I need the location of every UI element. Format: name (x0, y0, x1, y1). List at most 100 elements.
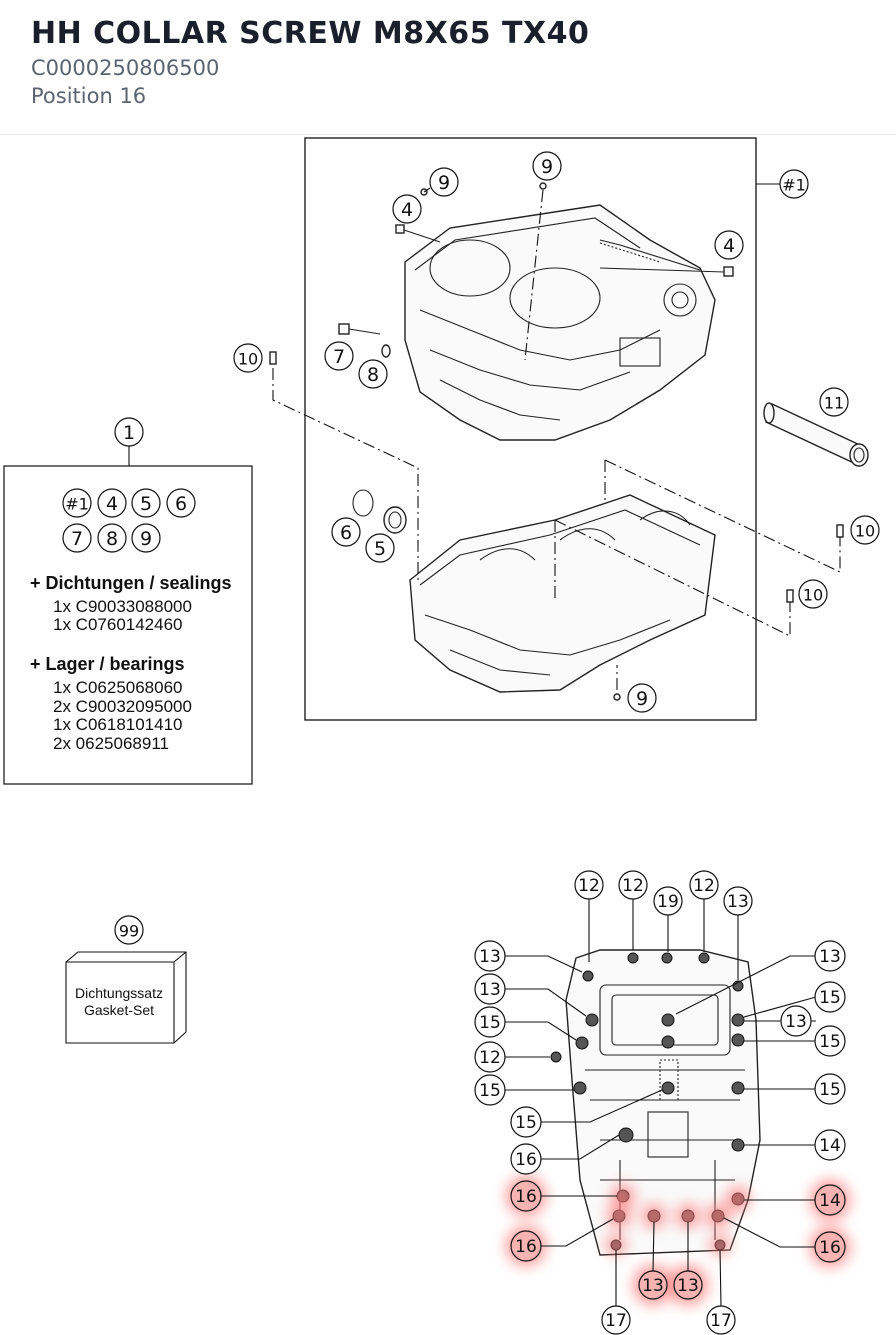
kit-ref: 6 (166, 488, 196, 518)
callout-16[interactable]: 16 (510, 1143, 542, 1175)
upper-crankcase (404, 204, 716, 441)
svg-text:4: 4 (106, 493, 118, 515)
part-number: C0000250806500 (31, 56, 220, 80)
callout-16-highlighted[interactable]: 16 (814, 1231, 846, 1263)
callout-13[interactable]: 13 (780, 1005, 812, 1037)
svg-text:12: 12 (578, 876, 600, 896)
svg-text:12: 12 (622, 876, 644, 896)
svg-text:16: 16 (515, 1187, 537, 1207)
callout-15[interactable]: 15 (474, 1074, 506, 1106)
svg-text:13: 13 (819, 947, 841, 967)
callout-17[interactable]: 17 (706, 1305, 736, 1335)
kit-ref: 9 (131, 523, 161, 553)
callout-13[interactable]: 13 (723, 886, 753, 916)
callout-10[interactable]: 10 (233, 343, 263, 373)
svg-text:8: 8 (367, 364, 379, 386)
callout-15[interactable]: 15 (474, 1006, 506, 1038)
callout-15[interactable]: 15 (510, 1106, 542, 1138)
svg-text:16: 16 (819, 1238, 841, 1258)
bearing-item: 1x C0618101410 (53, 715, 183, 734)
callout-14[interactable]: 14 (814, 1129, 846, 1161)
sealings-heading: + Dichtungen / sealings (30, 573, 232, 593)
svg-text:#1: #1 (782, 176, 806, 195)
callout-4[interactable]: 4 (392, 194, 422, 224)
svg-text:6: 6 (175, 493, 187, 515)
callout-13[interactable]: 13 (474, 973, 506, 1005)
svg-text:6: 6 (340, 522, 352, 544)
callout-15[interactable]: 15 (814, 981, 846, 1013)
callout-19[interactable]: 19 (653, 886, 683, 916)
callout-10[interactable]: 10 (850, 515, 880, 545)
gasket-set-label-en: Gasket-Set (84, 1002, 154, 1018)
callout-5[interactable]: 5 (365, 533, 395, 563)
callout-12[interactable]: 12 (689, 870, 719, 900)
callout-12[interactable]: 12 (574, 870, 604, 900)
callout-14-highlighted[interactable]: 14 (814, 1184, 846, 1216)
kit-ref: #1 (62, 488, 92, 518)
svg-text:19: 19 (657, 892, 679, 912)
bearing-item: 2x C90032095000 (53, 697, 192, 716)
callout-9[interactable]: 9 (429, 167, 459, 197)
svg-text:15: 15 (479, 1081, 501, 1101)
svg-text:12: 12 (693, 876, 715, 896)
lower-crankcase (409, 494, 716, 693)
callout-12[interactable]: 12 (474, 1041, 506, 1073)
callout-6[interactable]: 6 (331, 517, 361, 547)
svg-text:9: 9 (438, 172, 450, 194)
svg-text:13: 13 (479, 980, 501, 1000)
svg-text:17: 17 (710, 1311, 732, 1331)
svg-text:7: 7 (333, 346, 345, 368)
callout-9[interactable]: 9 (532, 151, 562, 181)
callout-13[interactable]: 13 (814, 940, 846, 972)
callout-99[interactable]: 99 (114, 915, 144, 945)
kit-ref: 4 (97, 488, 127, 518)
callout-13[interactable]: 13 (474, 940, 506, 972)
svg-text:9: 9 (636, 688, 648, 710)
callout-1[interactable]: 1 (114, 417, 144, 447)
callout-8[interactable]: 8 (358, 359, 388, 389)
svg-text:11: 11 (824, 394, 844, 413)
callout-16-highlighted[interactable]: 16 (510, 1180, 542, 1212)
svg-text:15: 15 (819, 1080, 841, 1100)
svg-text:10: 10 (238, 350, 258, 369)
gasket-set-box[interactable]: Dichtungssatz Gasket-Set (65, 951, 187, 1044)
svg-text:13: 13 (677, 1276, 699, 1296)
svg-text:7: 7 (71, 528, 83, 550)
bearings-heading: + Lager / bearings (30, 654, 185, 674)
svg-text:10: 10 (855, 522, 875, 541)
sealing-item: 1x C0760142460 (53, 615, 183, 634)
callout-15[interactable]: 15 (814, 1025, 846, 1057)
svg-text:15: 15 (819, 1032, 841, 1052)
svg-text:9: 9 (541, 156, 553, 178)
callout-13-highlighted[interactable]: 13 (673, 1270, 703, 1300)
callout-12[interactable]: 12 (618, 870, 648, 900)
svg-text:14: 14 (819, 1191, 841, 1211)
callout-17[interactable]: 17 (601, 1305, 631, 1335)
callout-10[interactable]: 10 (798, 579, 828, 609)
svg-text:9: 9 (140, 528, 152, 550)
svg-text:13: 13 (727, 892, 749, 912)
callout-15[interactable]: 15 (814, 1073, 846, 1105)
kit-ref: 7 (62, 523, 92, 553)
callout-13-highlighted[interactable]: 13 (638, 1270, 668, 1300)
callout-11[interactable]: 11 (819, 387, 849, 417)
svg-text:14: 14 (819, 1136, 841, 1156)
svg-text:8: 8 (106, 528, 118, 550)
kit-ref-list: #1 4 5 6 7 8 9 (62, 488, 196, 553)
bearing-item: 1x C0625068060 (53, 678, 183, 697)
svg-text:13: 13 (642, 1276, 664, 1296)
callout-9[interactable]: 9 (627, 683, 657, 713)
tube-part (763, 402, 869, 467)
callout-7[interactable]: 7 (324, 341, 354, 371)
svg-text:13: 13 (479, 947, 501, 967)
svg-text:12: 12 (479, 1048, 501, 1068)
kit-box (3, 465, 253, 785)
callout-4[interactable]: 4 (714, 230, 744, 260)
svg-text:17: 17 (605, 1311, 627, 1331)
callout-assembly-1[interactable]: #1 (779, 169, 809, 199)
kit-ref: 5 (131, 488, 161, 518)
sealing-item: 1x C90033088000 (53, 597, 192, 616)
callout-16-highlighted[interactable]: 16 (510, 1230, 542, 1262)
part-title: HH COLLAR SCREW M8X65 TX40 (31, 16, 590, 51)
